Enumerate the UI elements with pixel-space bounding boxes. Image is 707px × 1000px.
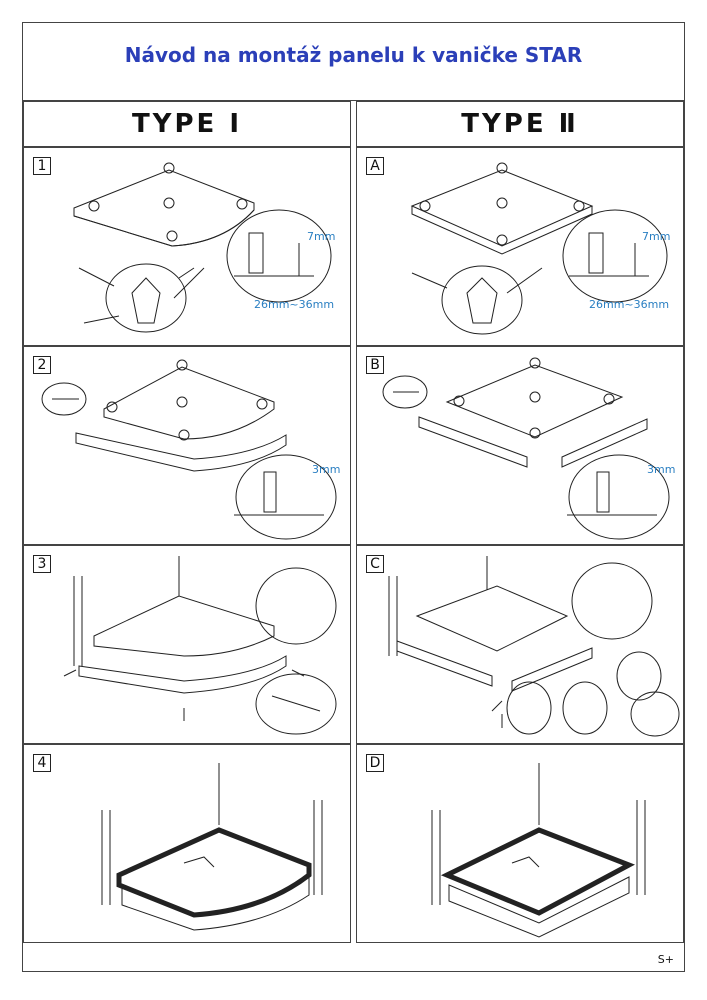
dim-panel-gap-1: 3mm	[312, 463, 340, 476]
dim-leg-height-1: 7mm	[307, 230, 335, 243]
step-4-label: 4	[33, 754, 51, 772]
dim-leg-range-2: 26mm~36mm	[589, 298, 669, 311]
step-2-panel: 2 3mm	[23, 346, 351, 545]
title-row: Návod na montáž panelu k vaničke STAR	[23, 23, 684, 101]
step-c-illustration	[388, 556, 680, 737]
step-3-label: 3	[33, 555, 51, 573]
step-2-illustration: 3mm	[41, 359, 340, 540]
step-c-label: C	[366, 555, 384, 573]
type-2-heading: TYPE Ⅱ	[356, 101, 684, 147]
step-4-illustration	[101, 763, 323, 931]
step-3-panel: 3	[23, 545, 351, 744]
step-b-panel: B 3mm	[356, 346, 684, 545]
step-b-illustration: 3mm	[382, 357, 675, 540]
instruction-sheet: Návod na montáž panelu k vaničke STAR TY…	[22, 22, 685, 972]
column-type-2: TYPE Ⅱ A 7mm 26mm~36mm	[356, 101, 684, 947]
step-d-panel: D	[356, 744, 684, 943]
type-1-heading: TYPE Ⅰ	[23, 101, 351, 147]
step-a-label: A	[366, 157, 384, 175]
step-c-panel: C	[356, 545, 684, 744]
footer-mark: S+	[657, 953, 674, 966]
dim-leg-range-1: 26mm~36mm	[254, 298, 334, 311]
step-3-illustration	[63, 556, 337, 735]
step-a-illustration: 7mm 26mm~36mm	[410, 162, 670, 335]
step-1-label: 1	[33, 157, 51, 175]
step-d-illustration	[431, 763, 646, 938]
page-title: Návod na montáž panelu k vaničke STAR	[124, 43, 583, 67]
step-b-label: B	[366, 356, 384, 374]
dim-panel-gap-2: 3mm	[647, 463, 675, 476]
step-1-illustration: 7mm 26mm~36mm	[73, 162, 335, 333]
dim-leg-height-2: 7mm	[642, 230, 670, 243]
step-2-label: 2	[33, 356, 51, 374]
step-a-panel: A 7mm 26mm~36mm	[356, 147, 684, 346]
step-d-label: D	[366, 754, 384, 772]
column-type-1: TYPE Ⅰ 1 7mm 26mm~36mm	[23, 101, 351, 947]
step-4-panel: 4	[23, 744, 351, 943]
step-1-panel: 1 7mm 26mm~36mm	[23, 147, 351, 346]
